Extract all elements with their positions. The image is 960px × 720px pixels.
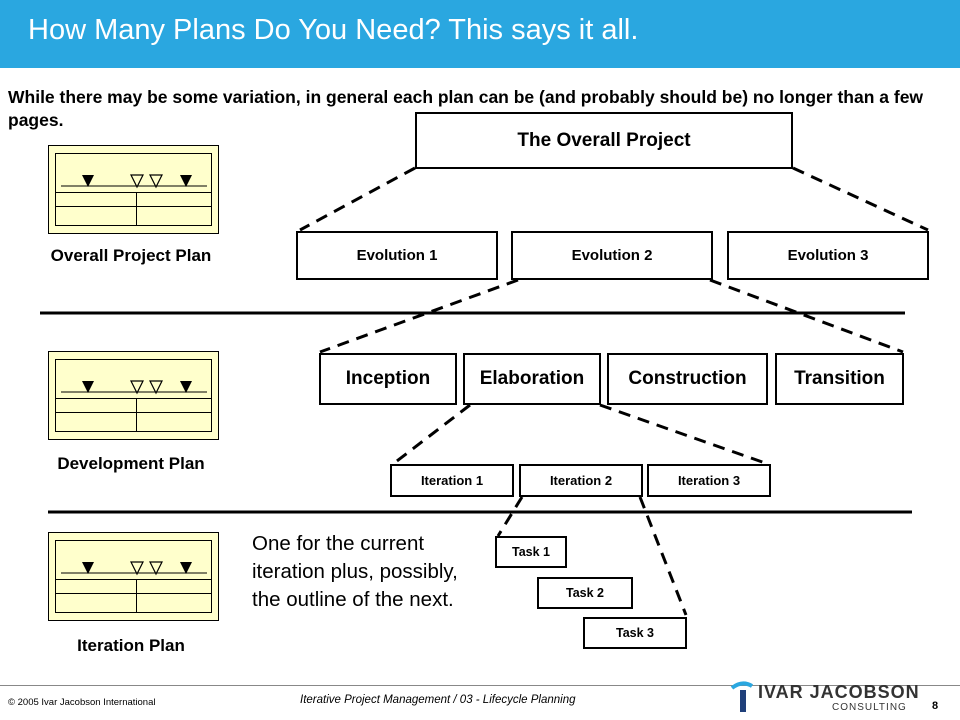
evolution-3-box: Evolution 3 xyxy=(727,231,929,280)
ivar-jacobson-logo: IVAR JACOBSON CONSULTING xyxy=(728,678,919,718)
plan-document-icon xyxy=(48,145,219,234)
connector-elaboration-iteration3 xyxy=(599,403,769,466)
evolution-1-box: Evolution 1 xyxy=(296,231,498,280)
slide-title: How Many Plans Do You Need? This says it… xyxy=(28,14,639,46)
connector-iteration2-task1 xyxy=(496,496,524,537)
connector-iteration2-task3 xyxy=(638,496,688,616)
overall-project-plan-label: Overall Project Plan xyxy=(50,246,212,265)
ivar-jacobson-logo-icon xyxy=(730,681,754,712)
connector-evolution2-transition xyxy=(709,278,904,354)
iteration-plan-note: One for the current iteration plus, poss… xyxy=(252,532,458,611)
task-1-box: Task 1 xyxy=(495,536,567,568)
iteration-3-box: Iteration 3 xyxy=(647,464,771,497)
phase-transition-box: Transition xyxy=(775,353,904,405)
connector-project-evolution1 xyxy=(299,166,416,232)
copyright-text: © 2005 Ivar Jacobson International xyxy=(8,697,156,708)
iteration-plan-label: Iteration Plan xyxy=(77,636,185,655)
phase-inception-box: Inception xyxy=(319,353,457,405)
intro-text: While there may be some variation, in ge… xyxy=(8,87,924,130)
development-plan-label: Development Plan xyxy=(57,454,205,473)
phase-elaboration-box: Elaboration xyxy=(463,353,601,405)
page-number: 8 xyxy=(932,700,939,712)
plan-document-icon xyxy=(48,532,219,621)
connector-project-evolution3 xyxy=(792,166,929,232)
footer-divider xyxy=(0,685,960,686)
task-3-box: Task 3 xyxy=(583,617,687,649)
overall-project-box: The Overall Project xyxy=(415,112,793,169)
title-bar xyxy=(0,0,960,68)
plan-document-icon xyxy=(48,351,219,440)
task-2-box: Task 2 xyxy=(537,577,633,609)
course-title: Iterative Project Management / 03 - Life… xyxy=(300,694,576,706)
logo-subtext: CONSULTING xyxy=(832,702,907,713)
iteration-1-box: Iteration 1 xyxy=(390,464,514,497)
phase-construction-box: Construction xyxy=(607,353,768,405)
connector-elaboration-iteration1 xyxy=(392,403,471,466)
logo-text: IVAR JACOBSON xyxy=(758,682,920,702)
iteration-2-box: Iteration 2 xyxy=(519,464,643,497)
evolution-2-box: Evolution 2 xyxy=(511,231,713,280)
connector-evolution2-inception xyxy=(319,278,519,354)
